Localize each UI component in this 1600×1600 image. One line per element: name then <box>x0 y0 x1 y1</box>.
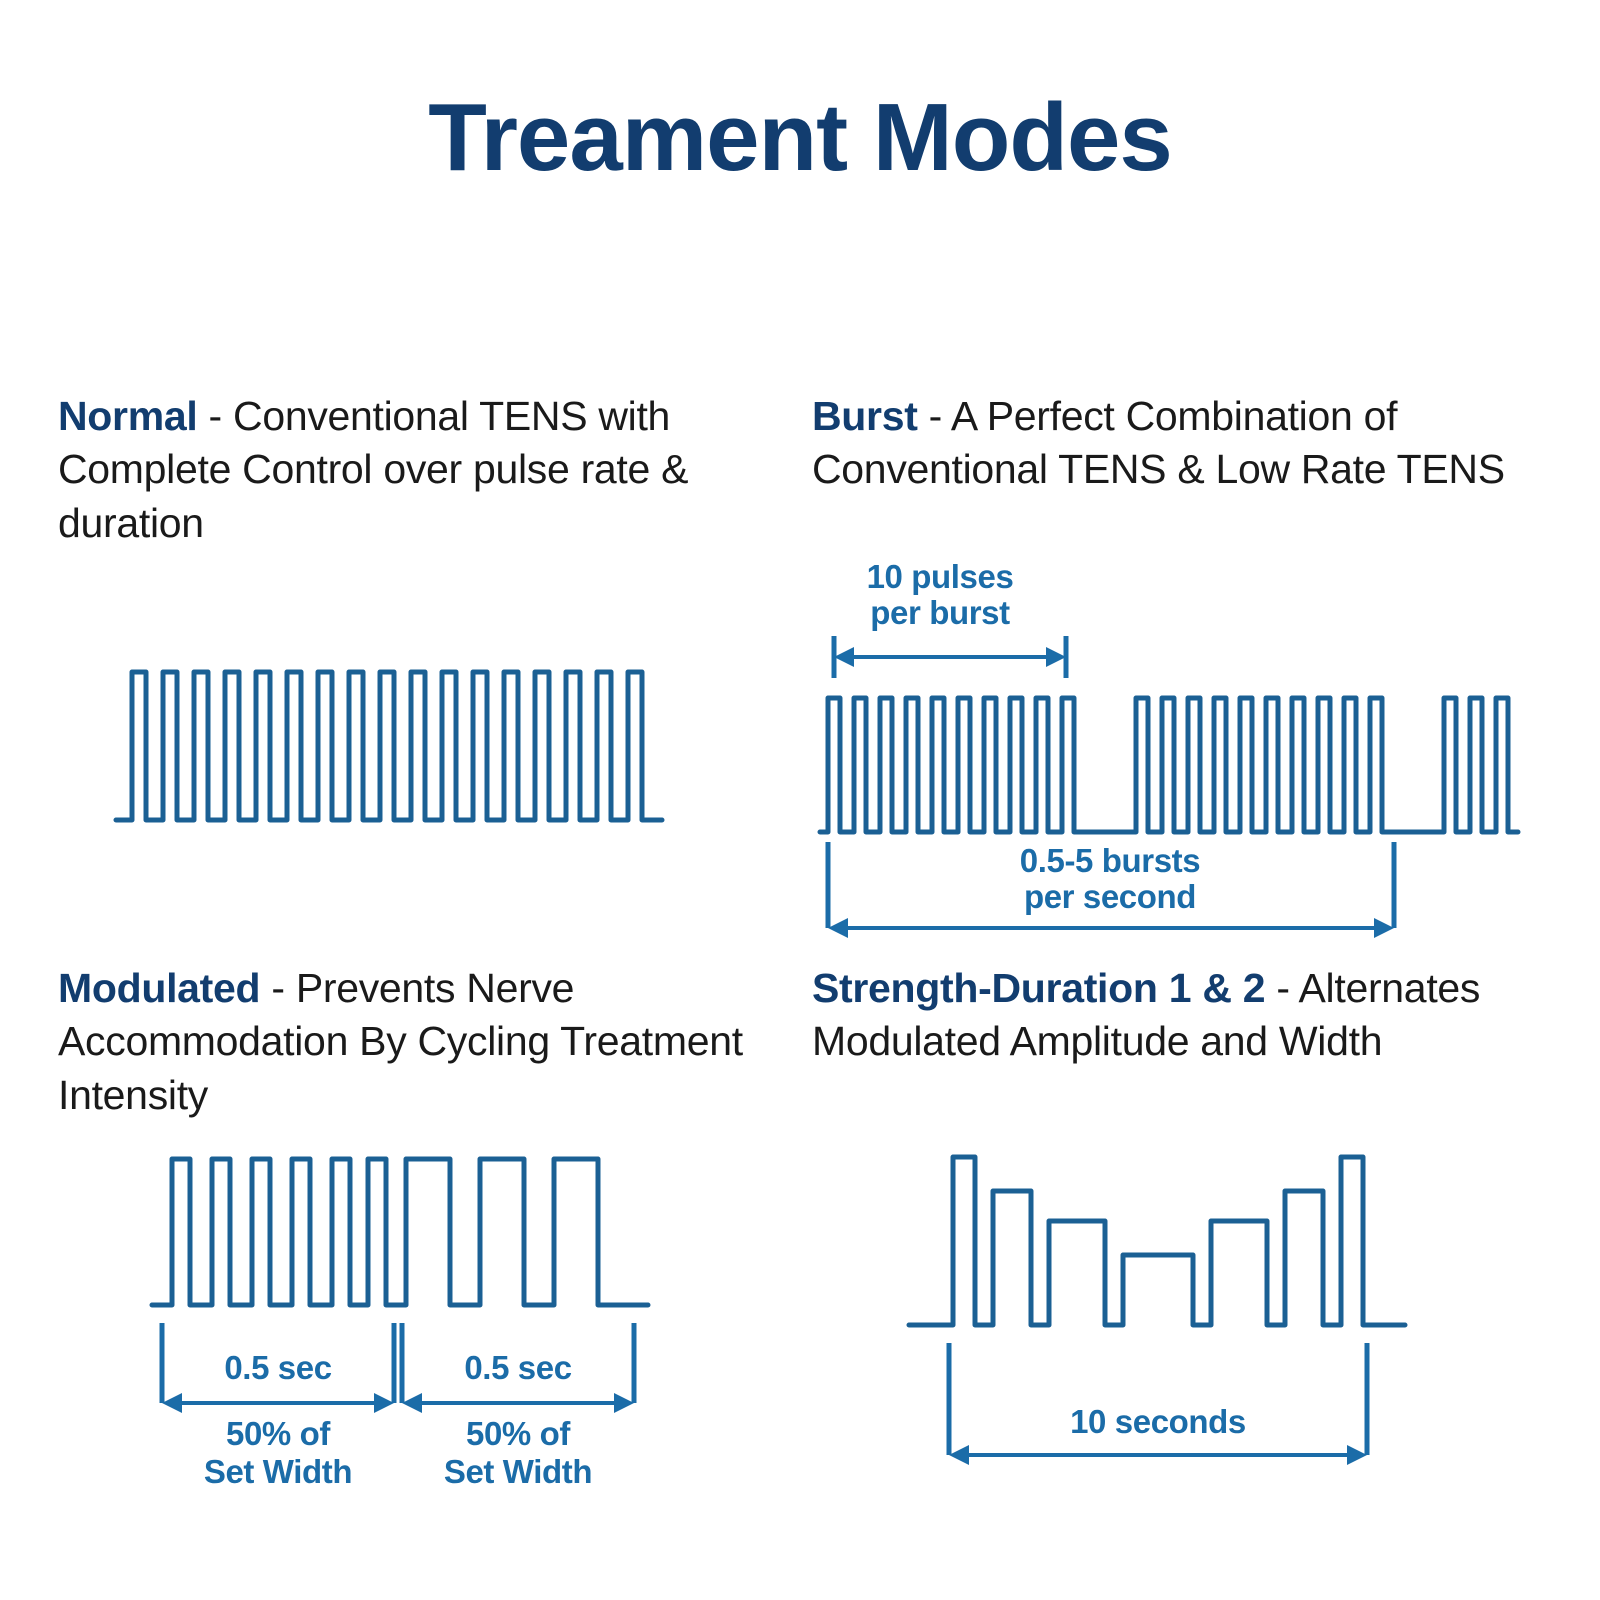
modulated-left-label-top: 0.5 sec <box>224 1349 331 1386</box>
panel-normal: Normal - Conventional TENS with Complete… <box>58 390 758 550</box>
strength-duration-waveform-figure: 10 seconds <box>905 1145 1408 1495</box>
strength-duration-mode-label: Strength-Duration 1 & 2 <box>812 965 1266 1011</box>
burst-top-annotation-line2: per burst <box>870 594 1010 631</box>
modulated-right-label-line2: Set Width <box>444 1453 592 1490</box>
normal-mode-body: - Conventional TENS with Complete Contro… <box>58 393 689 546</box>
arrowhead-left <box>828 918 848 938</box>
modulated-mode-body: - Prevents Nerve Accommodation By Cyclin… <box>58 965 743 1118</box>
normal-description: Normal - Conventional TENS with Complete… <box>58 390 758 550</box>
arrowhead-left <box>949 1445 969 1465</box>
modulated-mode-label: Modulated <box>58 965 261 1011</box>
arrowhead-right <box>1347 1445 1367 1465</box>
normal-waveform-path <box>113 669 665 823</box>
burst-mode-label: Burst <box>812 393 918 439</box>
strength-duration-dimension <box>946 1343 1370 1465</box>
burst-waveform-figure: 10 pulses per burst 0.5-5 bursts per sec… <box>817 558 1521 938</box>
arrowhead-left <box>402 1393 422 1413</box>
arrowhead-left <box>834 647 854 667</box>
modulated-waveform-path <box>149 1156 651 1308</box>
normal-mode-label: Normal <box>58 393 198 439</box>
panel-strength-duration: Strength-Duration 1 & 2 - Alternates Mod… <box>812 962 1552 1069</box>
panel-modulated: Modulated - Prevents Nerve Accommodation… <box>58 962 758 1122</box>
burst-pulses-per-burst-dimension <box>831 636 1069 678</box>
modulated-right-label-top: 0.5 sec <box>464 1349 571 1386</box>
normal-waveform-figure <box>110 650 680 840</box>
arrowhead-left <box>162 1393 182 1413</box>
modulated-left-label-line2: Set Width <box>204 1453 352 1490</box>
burst-top-annotation-line1: 10 pulses <box>867 558 1014 595</box>
modulated-right-dimension <box>399 1323 637 1413</box>
burst-mode-body: - A Perfect Combination of Conventional … <box>812 393 1505 493</box>
page-title: Treament Modes <box>428 84 1173 191</box>
normal-waveform-svg <box>113 669 665 823</box>
strength-duration-waveform-svg: 10 seconds <box>906 1154 1408 1465</box>
arrowhead-right <box>614 1393 634 1413</box>
strength-duration-description: Strength-Duration 1 & 2 - Alternates Mod… <box>812 962 1552 1069</box>
strength-duration-annotation: 10 seconds <box>1070 1403 1246 1440</box>
modulated-description: Modulated - Prevents Nerve Accommodation… <box>58 962 758 1122</box>
burst-bursts-per-second-dimension <box>825 842 1397 938</box>
modulated-right-label-line1: 50% of <box>466 1415 571 1452</box>
modulated-waveform-figure: 0.5 sec 50% of Set Width 0.5 sec 50% of … <box>149 1145 651 1500</box>
burst-description: Burst - A Perfect Combination of Convent… <box>812 390 1552 497</box>
burst-waveform-svg: 10 pulses per burst 0.5-5 bursts per sec… <box>817 558 1521 938</box>
burst-waveform-path <box>817 695 1521 835</box>
burst-bottom-annotation-line1: 0.5-5 bursts <box>1020 842 1200 879</box>
strength-duration-waveform-path <box>906 1154 1408 1328</box>
modulated-left-dimension <box>159 1323 397 1413</box>
strength-duration-mode-body: - Alternates Modulated Amplitude and Wid… <box>812 965 1481 1065</box>
panel-burst: Burst - A Perfect Combination of Convent… <box>812 390 1552 497</box>
modulated-waveform-svg: 0.5 sec 50% of Set Width 0.5 sec 50% of … <box>149 1156 651 1490</box>
arrowhead-right <box>1046 647 1066 667</box>
modulated-left-label-line1: 50% of <box>226 1415 331 1452</box>
arrowhead-right <box>374 1393 394 1413</box>
burst-bottom-annotation-line2: per second <box>1024 878 1196 915</box>
arrowhead-right <box>1374 918 1394 938</box>
